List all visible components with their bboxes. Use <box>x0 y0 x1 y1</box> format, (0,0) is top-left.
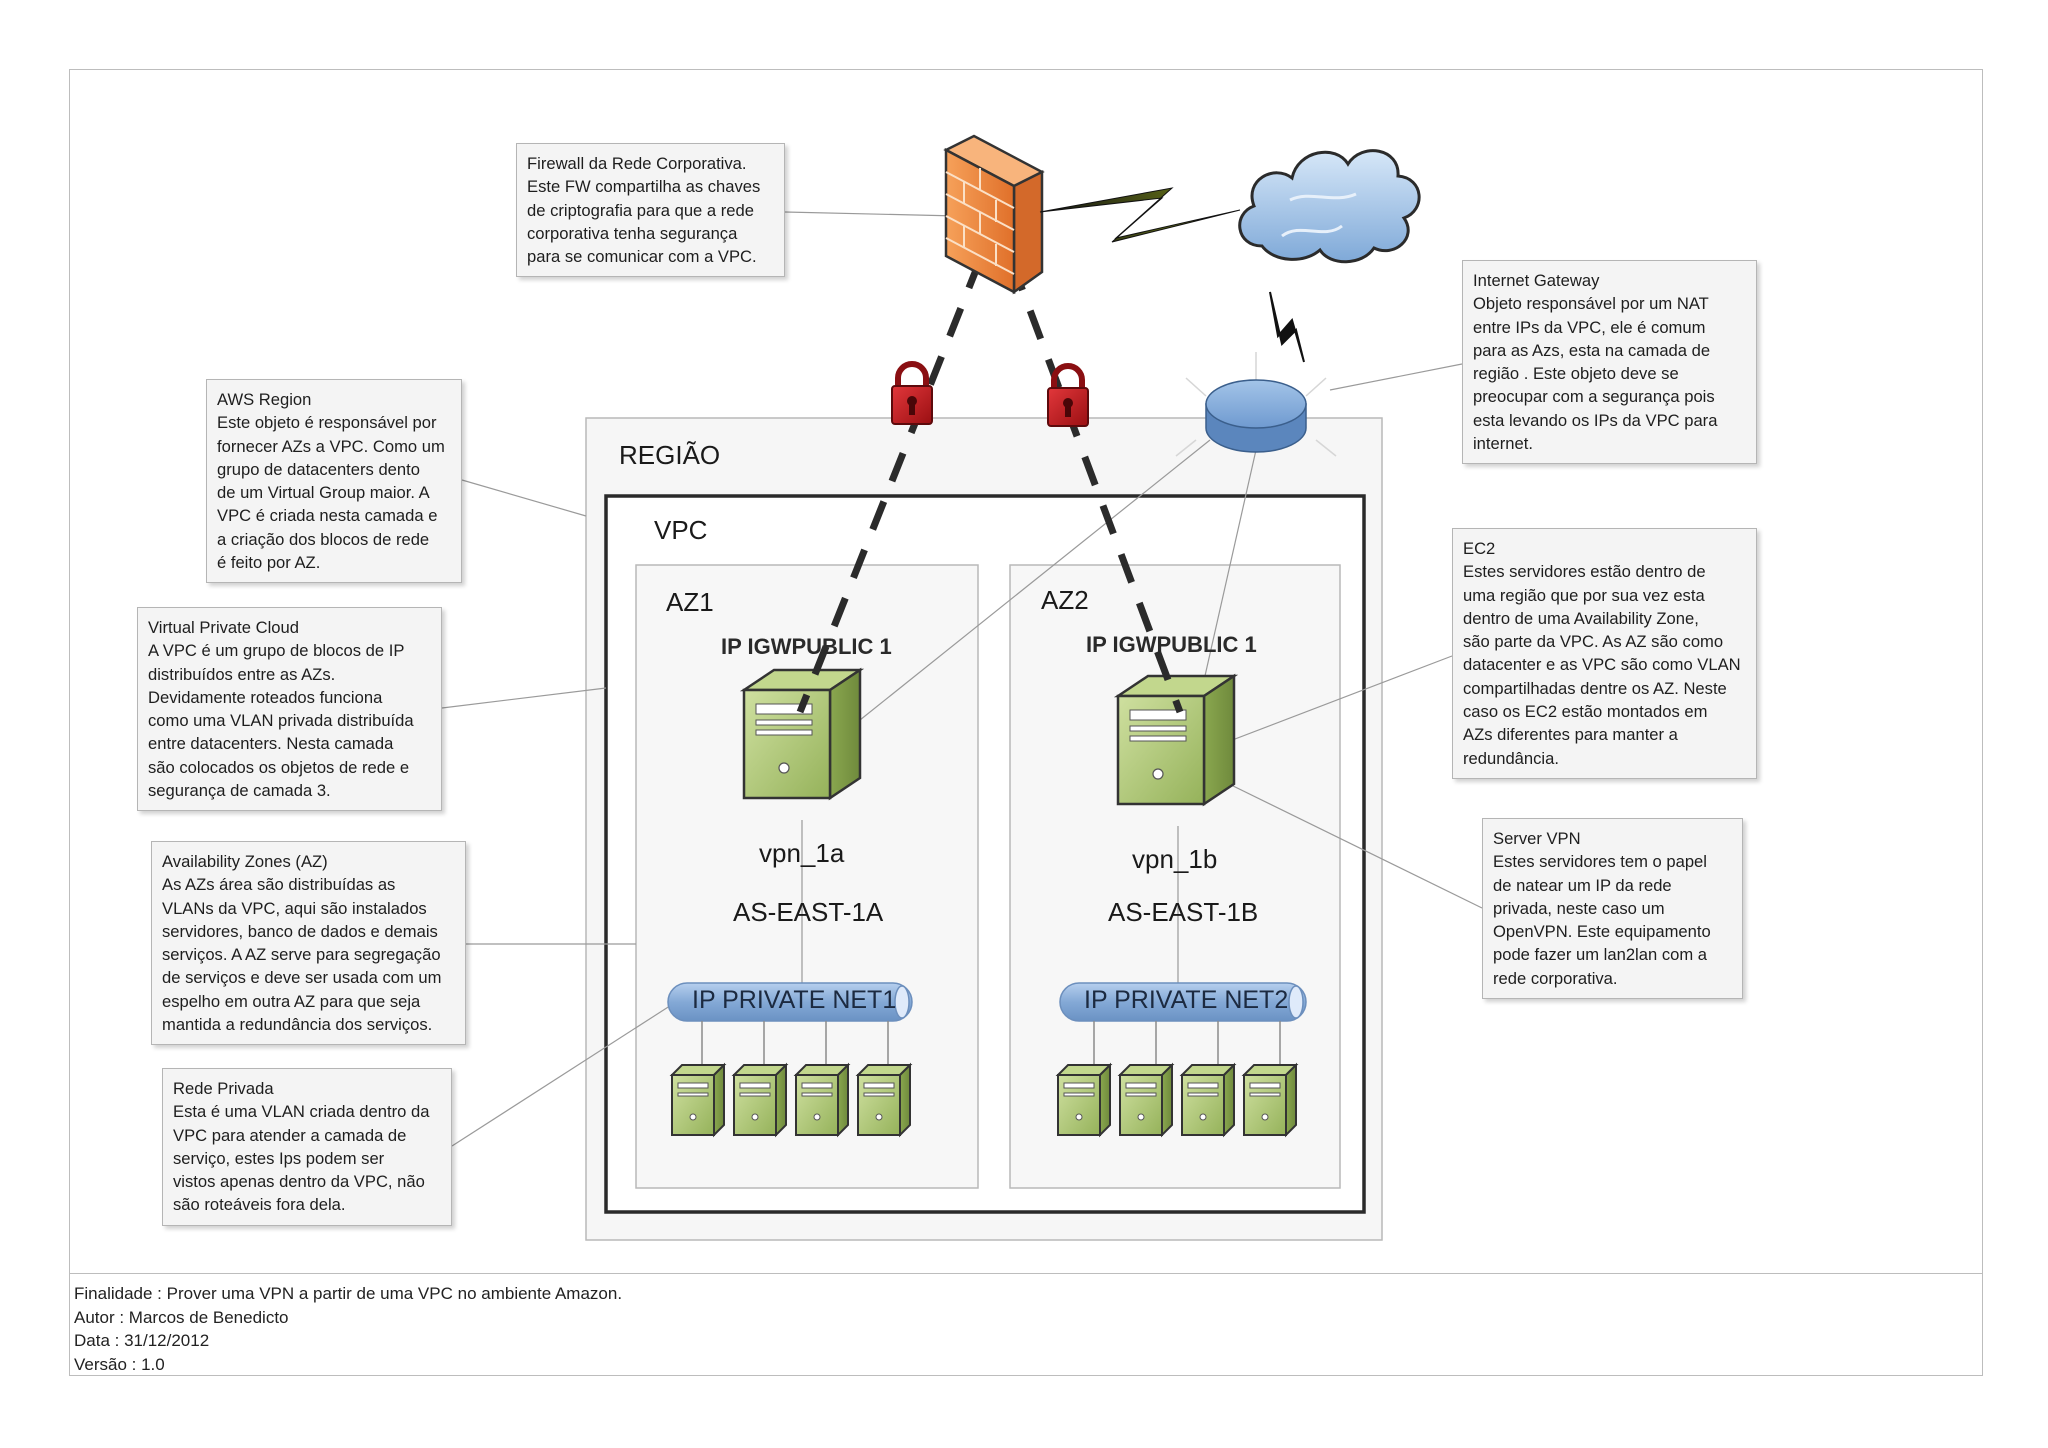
padlock-icon <box>1048 366 1088 426</box>
server-icon <box>1181 1064 1235 1136</box>
az1-label: AZ1 <box>666 587 714 617</box>
callout-body: Estes servidores tem o papel de natear u… <box>1493 852 1711 988</box>
callout-body: Esta é uma VLAN criada dentro da VPC par… <box>173 1102 430 1215</box>
internet-gateway-callout: Internet Gateway Objeto responsável por … <box>1462 260 1757 465</box>
footer-author: Autor : Marcos de Benedicto <box>74 1307 289 1327</box>
footer-date: Data : 31/12/2012 <box>74 1331 210 1350</box>
callout-body: As AZs área são distribuídas as VLANs da… <box>162 875 442 1035</box>
server-vpn-callout: Server VPN Estes servidores tem o papel … <box>1482 818 1743 1000</box>
server-icon <box>1243 1064 1297 1136</box>
callout-body: Este objeto é responsável por fornecer A… <box>217 413 445 573</box>
lightning-link-icon <box>1269 291 1305 363</box>
internet-cloud-icon[interactable] <box>1238 149 1421 264</box>
az1-server-name: vpn_1a <box>759 838 845 868</box>
vpn-1a-server-icon[interactable] <box>742 668 862 800</box>
document-footer: Finalidade : Prover uma VPN a partir de … <box>69 1273 1983 1376</box>
az2-igw-label: IP IGWPUBLIC 1 <box>1086 632 1257 657</box>
callout-body: A VPC é um grupo de blocos de IP distrib… <box>148 641 414 801</box>
callout-body: Objeto responsável por um NAT entre IPs … <box>1473 294 1718 454</box>
footer-purpose: Finalidade : Prover uma VPN a partir de … <box>74 1284 623 1303</box>
callout-title: EC2 <box>1463 539 1496 558</box>
az1-private-net <box>667 982 913 1068</box>
vpn-tunnel-lines <box>796 258 1184 714</box>
az2-private-net <box>1059 982 1307 1068</box>
callout-title: Rede Privada <box>173 1079 274 1098</box>
az2-zone-label: AS-EAST-1B <box>1108 897 1259 927</box>
az2-server-name: vpn_1b <box>1132 844 1218 874</box>
private-network-callout: Rede Privada Esta é uma VLAN criada dent… <box>162 1068 452 1226</box>
ec2-callout: EC2 Estes servidores estão dentro de uma… <box>1452 528 1757 779</box>
callout-title: Server VPN <box>1493 829 1581 848</box>
footer-version: Versão : 1.0 <box>74 1354 165 1374</box>
az2-label: AZ2 <box>1041 585 1089 615</box>
firewall-icon[interactable] <box>943 134 1045 295</box>
vpn-1b-server-icon[interactable] <box>1116 674 1236 806</box>
az1-zone-label: AS-EAST-1A <box>733 897 884 927</box>
padlock-icon <box>892 364 932 424</box>
vpc-callout: Virtual Private Cloud A VPC é um grupo d… <box>137 607 442 812</box>
callout-title: Internet Gateway <box>1473 271 1600 290</box>
server-icon <box>671 1064 725 1136</box>
callout-leader-lines <box>441 211 1483 1147</box>
callout-title: Firewall da Rede Corporativa. <box>527 154 747 173</box>
lightning-link-icon <box>1039 187 1241 243</box>
vpc-label: VPC <box>654 515 708 545</box>
callout-title: AWS Region <box>217 390 312 409</box>
callout-body: Este FW compartilha as chaves de criptog… <box>527 177 761 267</box>
az1-igw-label: IP IGWPUBLIC 1 <box>721 634 892 659</box>
server-icon <box>795 1064 849 1136</box>
aws-region-callout: AWS Region Este objeto é responsável por… <box>206 379 462 584</box>
callout-title: Availability Zones (AZ) <box>162 852 328 871</box>
region-label: REGIÃO <box>619 440 721 470</box>
internet-gateway-icon[interactable] <box>1175 352 1337 457</box>
server-icon <box>857 1064 911 1136</box>
availability-zone-callout: Availability Zones (AZ) As AZs área são … <box>151 841 466 1046</box>
callout-body: Estes servidores estão dentro de uma reg… <box>1463 562 1741 768</box>
az2-private-net-label: IP PRIVATE NET2 <box>1084 986 1289 1014</box>
server-icon <box>1119 1064 1173 1136</box>
az1-private-net-label: IP PRIVATE NET1 <box>692 986 897 1014</box>
callout-title: Virtual Private Cloud <box>148 618 299 637</box>
firewall-callout: Firewall da Rede Corporativa. Este FW co… <box>516 143 785 278</box>
server-icon <box>1057 1064 1111 1136</box>
server-icon <box>733 1064 787 1136</box>
page-frame <box>69 69 1983 1376</box>
